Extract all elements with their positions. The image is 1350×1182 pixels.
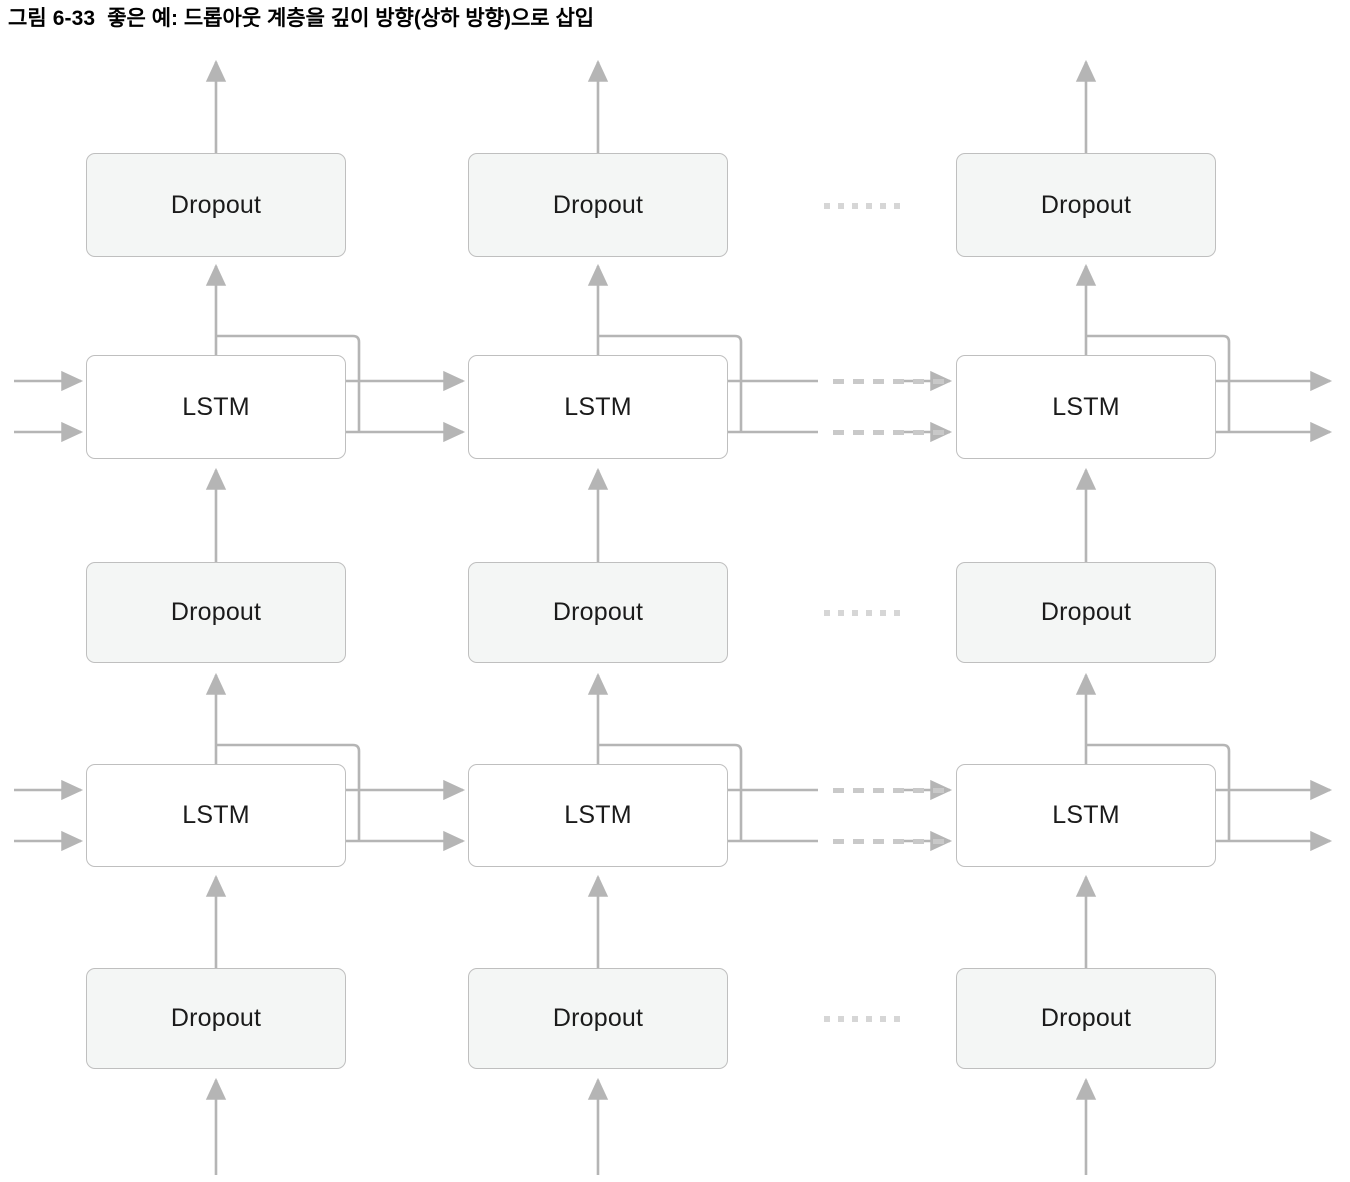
node-dropout-middle-col3[interactable]: Dropout — [956, 562, 1216, 663]
ellipsis-dot — [824, 1016, 830, 1022]
ellipsis-wire-row2-upper — [833, 379, 944, 384]
node-dropout-top-col2[interactable]: Dropout — [468, 153, 728, 257]
ellipsis-dot — [833, 788, 844, 793]
ellipsis-dot — [853, 788, 864, 793]
node-label: Dropout — [552, 190, 644, 219]
ellipsis-dot — [852, 610, 858, 616]
node-lstm-lower-col1[interactable]: LSTM — [86, 764, 346, 867]
ellipsis-dot — [880, 1016, 886, 1022]
ellipsis-dot — [880, 610, 886, 616]
ellipsis-dot — [933, 839, 944, 844]
node-label: Dropout — [1040, 1004, 1132, 1032]
ellipsis-dot — [866, 610, 872, 616]
figure-caption: 그림 6-33 좋은 예: 드롭아웃 계층을 깊이 방향(상하 방향)으로 삽입 — [8, 4, 1338, 38]
ellipsis-dot — [933, 788, 944, 793]
node-label: Dropout — [552, 1004, 644, 1032]
node-dropout-bottom-col3[interactable]: Dropout — [956, 968, 1216, 1069]
figure-caption-text: 좋은 예: 드롭아웃 계층을 깊이 방향(상하 방향)으로 삽입 — [107, 7, 595, 30]
ellipsis-dot — [893, 379, 904, 384]
ellipsis-dot — [933, 379, 944, 384]
ellipsis-dot — [866, 203, 872, 209]
node-label: LSTM — [1052, 801, 1120, 829]
ellipsis-dot — [893, 788, 904, 793]
ellipsis-dot — [880, 203, 886, 209]
ellipsis-dot — [933, 430, 944, 435]
ellipsis-dot — [838, 610, 844, 616]
ellipsis-dot — [833, 430, 844, 435]
ellipsis-dot — [853, 379, 864, 384]
ellipsis-row-dropout-bottom — [824, 1016, 900, 1022]
node-label: LSTM — [564, 392, 632, 421]
ellipsis-wire-row4-upper — [833, 788, 944, 793]
node-dropout-middle-col1[interactable]: Dropout — [86, 562, 346, 663]
ellipsis-dot — [853, 430, 864, 435]
node-label: LSTM — [182, 392, 250, 421]
branch-hidden-row4-c2 — [598, 743, 743, 790]
branch-hidden-c1 — [216, 334, 361, 381]
ellipsis-wire-row2-lower — [833, 430, 944, 435]
ellipsis-dot — [873, 379, 884, 384]
node-label: Dropout — [1040, 598, 1132, 626]
ellipsis-dot — [894, 1016, 900, 1022]
ellipsis-dot — [852, 203, 858, 209]
ellipsis-dot — [873, 839, 884, 844]
ellipsis-dot — [838, 1016, 844, 1022]
ellipsis-dot — [913, 379, 924, 384]
branch-hidden-c2 — [598, 334, 743, 381]
ellipsis-dot — [833, 839, 844, 844]
node-lstm-upper-col3[interactable]: LSTM — [956, 355, 1216, 459]
ellipsis-dot — [853, 839, 864, 844]
node-lstm-lower-col3[interactable]: LSTM — [956, 764, 1216, 867]
node-dropout-bottom-col1[interactable]: Dropout — [86, 968, 346, 1069]
ellipsis-dot — [873, 788, 884, 793]
branch-hidden-row4-c1 — [216, 743, 361, 790]
node-dropout-bottom-col2[interactable]: Dropout — [468, 968, 728, 1069]
node-label: Dropout — [170, 598, 262, 626]
node-lstm-upper-col2[interactable]: LSTM — [468, 355, 728, 459]
ellipsis-dot — [893, 839, 904, 844]
node-dropout-top-col1[interactable]: Dropout — [86, 153, 346, 257]
node-label: LSTM — [182, 801, 250, 829]
node-lstm-lower-col2[interactable]: LSTM — [468, 764, 728, 867]
ellipsis-dot — [893, 430, 904, 435]
ellipsis-dot — [913, 430, 924, 435]
ellipsis-dot — [894, 203, 900, 209]
ellipsis-dot — [913, 788, 924, 793]
node-label: Dropout — [552, 598, 644, 626]
node-label: Dropout — [170, 190, 262, 219]
node-label: Dropout — [1040, 190, 1132, 219]
ellipsis-dot — [838, 203, 844, 209]
node-label: LSTM — [1052, 392, 1120, 421]
ellipsis-dot — [824, 610, 830, 616]
node-label: LSTM — [564, 801, 632, 829]
branch-hidden-c3 — [1086, 334, 1231, 381]
node-dropout-top-col3[interactable]: Dropout — [956, 153, 1216, 257]
ellipsis-dot — [913, 839, 924, 844]
ellipsis-row-dropout-middle — [824, 610, 900, 616]
ellipsis-dot — [894, 610, 900, 616]
figure-number: 그림 6-33 — [8, 7, 96, 30]
node-lstm-upper-col1[interactable]: LSTM — [86, 355, 346, 459]
ellipsis-row-dropout-top — [824, 203, 900, 209]
ellipsis-dot — [852, 1016, 858, 1022]
ellipsis-dot — [833, 379, 844, 384]
ellipsis-wire-row4-lower — [833, 839, 944, 844]
node-label: Dropout — [170, 1004, 262, 1032]
branch-hidden-row4-c3 — [1086, 743, 1231, 790]
ellipsis-dot — [873, 430, 884, 435]
ellipsis-dot — [866, 1016, 872, 1022]
ellipsis-dot — [824, 203, 830, 209]
node-dropout-middle-col2[interactable]: Dropout — [468, 562, 728, 663]
